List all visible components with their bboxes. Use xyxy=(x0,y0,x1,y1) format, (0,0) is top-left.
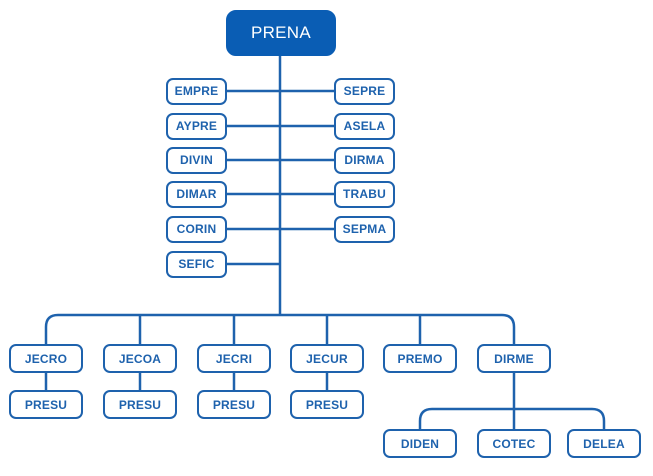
branch-node-jecro[interactable]: JECRO xyxy=(9,344,83,373)
staff-node-asela[interactable]: ASELA xyxy=(334,112,395,140)
staff-node-empre-label: EMPRE xyxy=(174,84,219,98)
staff-node-dirma[interactable]: DIRMA xyxy=(334,146,395,174)
staff-node-trabu[interactable]: TRABU xyxy=(334,180,395,208)
staff-node-sefic[interactable]: SEFIC xyxy=(166,250,227,278)
root-node-prena[interactable]: PRENA xyxy=(226,10,336,56)
staff-node-aypre-label: AYPRE xyxy=(175,119,218,133)
branch-node-jecri-label: JECRI xyxy=(215,351,253,366)
staff-node-divin[interactable]: DIVIN xyxy=(166,146,227,174)
dirme-child-diden[interactable]: DIDEN xyxy=(383,429,457,458)
root-node-prena-label: PRENA xyxy=(250,23,312,42)
child-node-presu-3[interactable]: PRESU xyxy=(197,390,271,419)
staff-node-sepma-label: SEPMA xyxy=(342,222,387,236)
branch-node-premo-label: PREMO xyxy=(397,351,443,366)
branch-node-dirme[interactable]: DIRME xyxy=(477,344,551,373)
staff-node-dimar[interactable]: DIMAR xyxy=(166,180,227,208)
staff-node-sepma[interactable]: SEPMA xyxy=(334,215,395,243)
staff-node-corin[interactable]: CORIN xyxy=(166,215,227,243)
child-node-presu-2[interactable]: PRESU xyxy=(103,390,177,419)
branch-node-jecur[interactable]: JECUR xyxy=(290,344,364,373)
dirme-child-cotec[interactable]: COTEC xyxy=(477,429,551,458)
staff-node-corin-label: CORIN xyxy=(176,222,217,236)
branch-node-premo[interactable]: PREMO xyxy=(383,344,457,373)
staff-node-dirma-label: DIRMA xyxy=(344,153,385,167)
branch-node-jecri[interactable]: JECRI xyxy=(197,344,271,373)
branch-node-jecur-label: JECUR xyxy=(306,351,348,366)
branch-node-jecro-label: JECRO xyxy=(24,351,68,366)
branch-bus-connector xyxy=(44,313,516,344)
staff-node-asela-label: ASELA xyxy=(343,119,386,133)
staff-node-dimar-label: DIMAR xyxy=(176,187,217,201)
staff-node-aypre[interactable]: AYPRE xyxy=(166,112,227,140)
branch-node-jecoa[interactable]: JECOA xyxy=(103,344,177,373)
dirme-child-diden-label: DIDEN xyxy=(400,436,440,451)
branch-node-jecoa-label: JECOA xyxy=(118,351,162,366)
staff-node-sefic-label: SEFIC xyxy=(178,257,215,271)
staff-node-divin-label: DIVIN xyxy=(179,153,213,167)
staff-node-sepre-label: SEPRE xyxy=(343,84,386,98)
staff-node-trabu-label: TRABU xyxy=(343,187,386,201)
staff-node-sepre[interactable]: SEPRE xyxy=(334,77,395,105)
branch-node-dirme-label: DIRME xyxy=(494,351,534,366)
dirme-child-delea-label: DELEA xyxy=(583,436,625,451)
dirme-child-cotec-label: COTEC xyxy=(492,436,536,451)
dirme-sub-bus-connector xyxy=(418,407,606,429)
dirme-child-delea[interactable]: DELEA xyxy=(567,429,641,458)
child-node-presu-4[interactable]: PRESU xyxy=(290,390,364,419)
child-node-presu-4-label: PRESU xyxy=(305,397,349,412)
child-node-presu-1-label: PRESU xyxy=(24,397,68,412)
child-node-presu-2-label: PRESU xyxy=(118,397,162,412)
child-node-presu-3-label: PRESU xyxy=(212,397,256,412)
staff-node-empre[interactable]: EMPRE xyxy=(166,77,227,105)
child-node-presu-1[interactable]: PRESU xyxy=(9,390,83,419)
